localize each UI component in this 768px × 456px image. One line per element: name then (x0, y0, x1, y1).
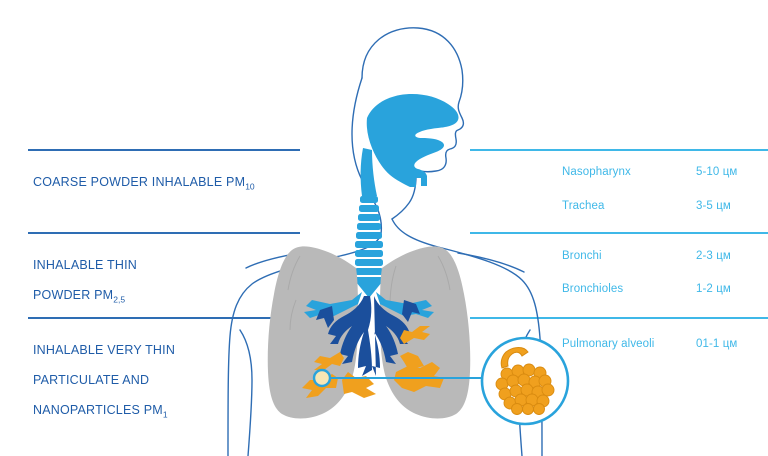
trachea-ring (356, 232, 382, 239)
right-size-nasopharynx: 5-10 цм (696, 166, 738, 178)
bronchus-left-mid (372, 296, 410, 376)
trachea-ring (359, 205, 379, 212)
left-label-pm25-line2: POWDER PM (33, 288, 114, 302)
bronchus-right-mid (328, 296, 372, 376)
alveoli-cluster (495, 347, 555, 415)
right-size-bronchi: 2-3 цм (696, 250, 731, 262)
alveolar-duct-stalk (500, 347, 529, 369)
right-divider-rules (470, 149, 768, 319)
bronchus-left-branch (402, 300, 420, 322)
bronchus-right-branch (316, 306, 334, 328)
trachea-ring (355, 250, 383, 257)
right-size-alveoli: 01-1 цм (696, 338, 738, 350)
cavity-shape (366, 94, 459, 187)
right-size-trachea: 3-5 цм (696, 200, 731, 212)
left-label-pm1: INHALABLE VERY THIN PARTICULATE AND NANO… (33, 328, 175, 423)
focus-marker-circle (312, 368, 332, 388)
magnifier-circle (480, 336, 570, 426)
left-label-pm25-subscript: 2,5 (113, 294, 126, 305)
trachea-ring (355, 259, 383, 266)
left-label-pm25-line1: INHALABLE THIN (33, 258, 137, 272)
left-divider-rules (28, 149, 300, 319)
lung-texture (287, 255, 451, 331)
left-label-pm1-line1: INHALABLE VERY THIN (33, 343, 176, 357)
nasal-oral-cavity (360, 94, 459, 196)
pharynx-shape (360, 148, 377, 196)
bronchi-mid-navy (316, 296, 420, 376)
right-term-nasopharynx: Nasopharynx (562, 166, 631, 178)
right-lung-shape (267, 246, 358, 419)
left-label-pm25: INHALABLE THIN POWDER PM2,5 (33, 243, 137, 308)
clavicle-right (457, 252, 525, 273)
right-term-trachea: Trachea (562, 200, 605, 212)
torso-left-outline (227, 233, 382, 456)
left-label-pm1-subscript: 1 (162, 409, 168, 420)
left-label-pm10-subscript: 10 (245, 181, 255, 192)
right-term-alveoli: Pulmonary alveoli (562, 338, 655, 350)
alveoli-grapes (495, 363, 555, 415)
magnifier-connector (312, 368, 492, 388)
right-size-bronchioles: 1-2 цм (696, 283, 731, 295)
trachea-ring (358, 214, 380, 221)
right-term-bronchioles: Bronchioles (562, 283, 624, 295)
left-label-pm10: COARSE POWDER INHALABLE PM10 (33, 160, 255, 195)
trachea-ring (355, 268, 383, 275)
left-label-pm10-text: COARSE POWDER INHALABLE PM (33, 175, 246, 189)
alveolar-sac-right (342, 372, 376, 398)
bronchiole-left-a (400, 326, 430, 344)
bronchiole-left-b (400, 352, 424, 376)
left-label-pm1-line2: PARTICULATE AND (33, 373, 150, 387)
left-lung-shape (380, 246, 471, 419)
trachea-ring (357, 223, 381, 230)
trachea-ring (360, 196, 378, 203)
right-term-bronchi: Bronchi (562, 250, 602, 262)
trachea-ring (355, 241, 383, 248)
bronchiole-right-a (314, 352, 344, 370)
arm-crease-left (239, 329, 253, 456)
airflow-arrow (352, 277, 386, 298)
left-label-pm1-line3: NANOPARTICLES PM (33, 403, 163, 417)
trachea (352, 196, 386, 298)
bronchus-right-upper (304, 292, 362, 318)
